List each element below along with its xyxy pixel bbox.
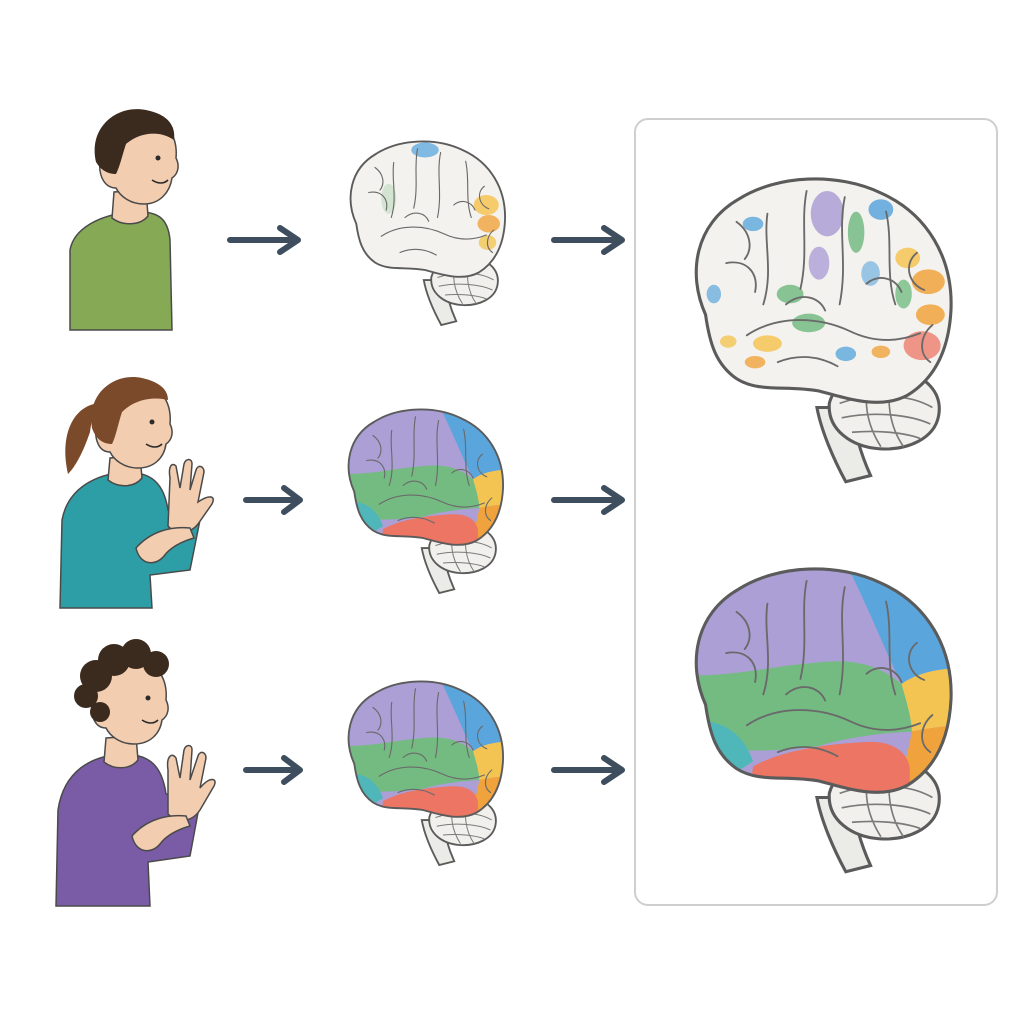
brain-region-activation: [318, 670, 528, 870]
hair: [94, 109, 175, 174]
brain-region-activation: [318, 398, 528, 598]
raised-hand: [166, 744, 216, 822]
arrow-icon: [243, 485, 324, 515]
brain-sparse-activation: [320, 130, 530, 330]
person-signing-ponytail: [40, 370, 230, 610]
pointing-hand: [135, 526, 196, 564]
result-panel: [634, 118, 998, 906]
arrow-icon: [551, 225, 632, 255]
ponytail: [65, 404, 94, 474]
raised-hand: [167, 458, 214, 534]
row-2: [0, 370, 625, 610]
arrow-icon: [227, 225, 308, 255]
arrow-icon: [551, 485, 632, 515]
row-3: [0, 630, 625, 907]
arrow-icon: [243, 755, 324, 785]
pointing-hand: [131, 814, 192, 852]
hair: [91, 377, 168, 444]
person-non-signing: [40, 100, 230, 340]
brain-large-sparse-map: [654, 160, 984, 490]
person-signing-curly: [40, 630, 230, 907]
brain-large-region-map: [654, 550, 984, 880]
arrow-icon: [551, 755, 632, 785]
row-1: [0, 100, 625, 340]
curly-hair: [74, 639, 169, 722]
green-shirt: [69, 210, 173, 331]
